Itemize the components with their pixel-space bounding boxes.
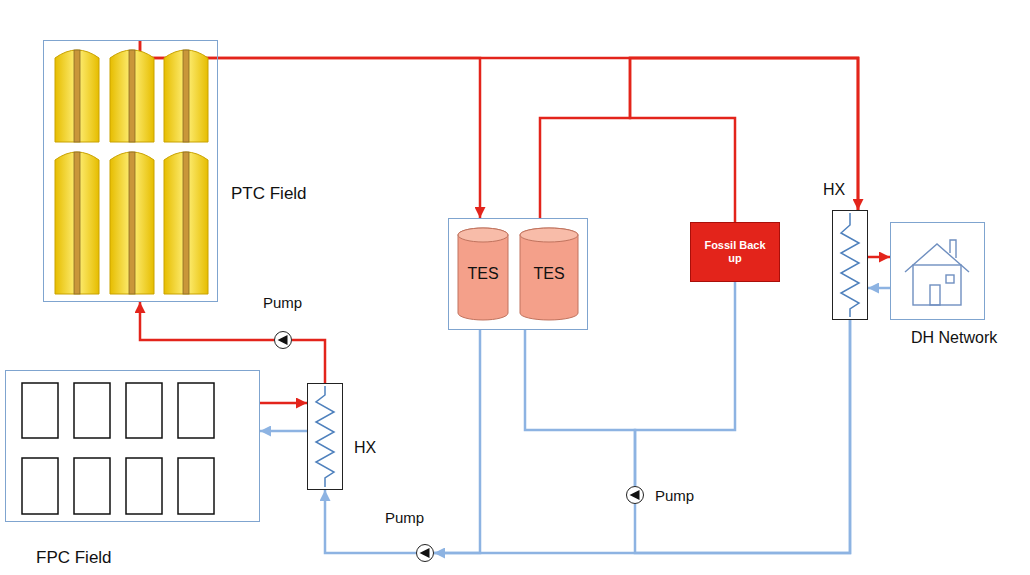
- pump-symbol: Pump: [626, 486, 644, 504]
- collector-field: FPC Field: [5, 370, 260, 522]
- pump-symbol: Pump: [416, 544, 434, 562]
- exchanger-coil: [316, 386, 334, 487]
- storage-group: TES TES: [448, 218, 588, 330]
- district-heating-box: DH Network: [890, 222, 985, 320]
- pump-triangle: [417, 545, 433, 561]
- receiver-tube: [74, 50, 80, 142]
- exchanger-coil: [841, 213, 859, 317]
- node-label: TES: [467, 265, 498, 283]
- pipe-connector: [635, 282, 735, 486]
- trough-mirror: [110, 152, 154, 294]
- pump-symbol: Pump: [274, 331, 292, 349]
- pipe-connector: [434, 330, 480, 553]
- pipe-connector: [868, 287, 890, 290]
- receiver-tube: [74, 152, 80, 294]
- pipe-connector: [525, 330, 635, 486]
- node-label: Fossil Back up: [704, 239, 766, 264]
- pump-triangle: [627, 487, 643, 503]
- flat-plate-panel: [178, 458, 214, 514]
- flat-plate-panel: [178, 383, 214, 438]
- pipe-connector: [540, 58, 858, 218]
- flat-plate-panel: [126, 458, 162, 514]
- trough-mirror: [110, 50, 154, 142]
- tank-body: [458, 228, 508, 320]
- flat-plate-panel: [74, 383, 110, 438]
- pipe-connector: [260, 402, 307, 405]
- tank-top: [520, 228, 578, 242]
- parabolic-troughs: [55, 50, 208, 294]
- pump-impeller: [420, 548, 430, 558]
- node-label: HX: [354, 439, 376, 457]
- pipe-connector: [260, 430, 307, 433]
- node-label: DH Network: [911, 329, 997, 347]
- storage-tank: TES: [520, 228, 578, 320]
- node-label: FPC Field: [36, 548, 112, 568]
- pipe-connector: [635, 320, 850, 553]
- receiver-tube: [183, 50, 189, 142]
- node-label: Pump: [655, 487, 694, 504]
- node-label: Pump: [263, 294, 302, 311]
- node-label: TES: [533, 265, 564, 283]
- receiver-tube: [183, 152, 189, 294]
- collector-field: PTC Field: [43, 40, 218, 302]
- node-label: Pump: [385, 509, 424, 526]
- receiver-tube: [129, 50, 135, 142]
- house-roof: [905, 244, 969, 272]
- pipe-connector: [434, 320, 850, 553]
- pipe-connector: [630, 58, 858, 222]
- flat-plate-panel: [22, 458, 58, 514]
- receiver-tubes: [74, 50, 189, 294]
- heat-exchanger-coils: [316, 213, 859, 487]
- pipe-connector: [292, 340, 325, 383]
- pump-impeller: [278, 335, 288, 345]
- tank-body: [520, 228, 578, 320]
- trough-mirror: [55, 152, 99, 294]
- storage-tank: TES: [458, 228, 508, 320]
- flat-plate-panel: [126, 383, 162, 438]
- house-wall: [913, 265, 961, 305]
- trough-mirror: [164, 152, 208, 294]
- house-icon: [905, 240, 969, 305]
- trough-mirror: [55, 50, 99, 142]
- pipe-connector: [868, 256, 890, 259]
- heat-exchanger: HX: [307, 383, 343, 490]
- heat-exchanger: HX: [832, 210, 868, 320]
- node-label: PTC Field: [231, 184, 307, 204]
- flat-plate-panels: [22, 383, 214, 514]
- node-label: HX: [823, 181, 845, 199]
- backup-boiler: Fossil Back up: [690, 222, 780, 282]
- receiver-tube: [129, 152, 135, 294]
- house-window: [946, 275, 954, 283]
- connector-group: [140, 40, 890, 553]
- pipe-connector: [140, 40, 858, 210]
- flat-plate-panel: [22, 383, 58, 438]
- pipe-connector: [140, 302, 274, 340]
- flat-plate-panel: [74, 458, 110, 514]
- tank-top: [458, 228, 508, 242]
- house-chimney: [950, 240, 956, 258]
- house-door: [930, 285, 940, 305]
- pump-triangle: [275, 332, 291, 348]
- pump-impeller: [630, 490, 640, 500]
- trough-mirror: [164, 50, 208, 142]
